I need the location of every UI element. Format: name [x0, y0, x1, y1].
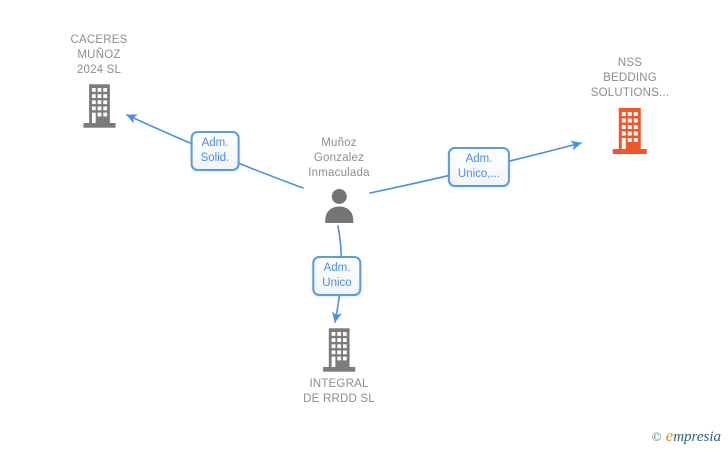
- building-icon[interactable]: [82, 84, 116, 128]
- copyright-symbol: ©: [651, 429, 662, 444]
- company-name-caceres[interactable]: CACERES MUÑOZ 2024 SL: [70, 34, 128, 76]
- edge-label-adm-unico-top[interactable]: Adm. Unico,...: [447, 147, 511, 187]
- company-name-integral[interactable]: INTEGRAL DE RRDD SL: [303, 378, 375, 405]
- building-icon[interactable]: [612, 108, 648, 154]
- brand-text: mpresia: [673, 429, 721, 445]
- node-integral-de-rrdd-sl: INTEGRAL DE RRDD SL: [303, 328, 375, 407]
- edge-label-adm-unico-bottom[interactable]: Adm. Unico: [312, 256, 362, 296]
- company-name-nss[interactable]: NSS BEDDING SOLUTIONS...: [590, 57, 670, 99]
- node-munoz-gonzalez-inmaculada: Muñoz Gonzalez Inmaculada: [308, 136, 370, 223]
- person-name[interactable]: Muñoz Gonzalez Inmaculada: [308, 137, 370, 179]
- edge-label-adm-solid[interactable]: Adm. Solid.: [190, 131, 240, 171]
- node-caceres-munoz-2024-sl: CACERES MUÑOZ 2024 SL: [71, 33, 128, 128]
- person-icon[interactable]: [321, 187, 357, 223]
- building-icon[interactable]: [322, 328, 356, 372]
- brand-letter-e: e: [665, 426, 674, 445]
- empresia-logo[interactable]: ©empresia: [652, 427, 721, 446]
- node-nss-bedding-solutions: NSS BEDDING SOLUTIONS...: [591, 56, 669, 154]
